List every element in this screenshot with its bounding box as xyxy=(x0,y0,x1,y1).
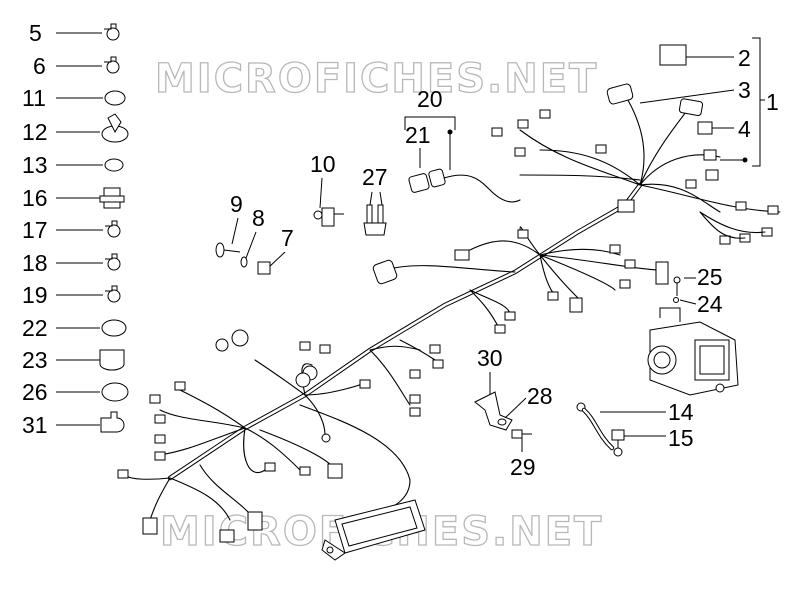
sensor-screw-icon xyxy=(673,276,681,303)
hose-clamp-icon xyxy=(104,56,120,74)
parts-list: 5 6 11 12 xyxy=(22,20,129,438)
part-number: 31 xyxy=(22,412,48,438)
callout-27: 27 xyxy=(362,164,388,190)
connector xyxy=(409,344,444,417)
band-clamp-icon xyxy=(101,382,129,402)
callout-24: 24 xyxy=(697,291,723,317)
callout-21: 21 xyxy=(405,122,431,148)
part-row: 13 xyxy=(22,152,124,178)
callout-30: 30 xyxy=(477,345,503,371)
cable-clip-icon xyxy=(99,187,125,209)
part-row: 6 xyxy=(33,53,120,79)
bracket-icon xyxy=(474,391,513,431)
screws-icon xyxy=(363,204,387,236)
spring-clamp-icon xyxy=(104,90,126,106)
screw-clip-icon xyxy=(313,207,344,227)
bolt-icon xyxy=(215,242,241,258)
callout-4: 4 xyxy=(738,116,751,142)
wiring-harness xyxy=(117,83,781,561)
watermark-top: MICROFICHES.NET xyxy=(155,56,598,102)
washer-icon xyxy=(497,418,507,426)
callout-3: 3 xyxy=(738,77,751,103)
connector xyxy=(372,229,669,334)
relay xyxy=(659,44,687,66)
part-number: 18 xyxy=(22,250,48,276)
callout-14: 14 xyxy=(668,399,694,425)
sensor-connector-group: 20 21 xyxy=(404,86,521,203)
callout-7: 7 xyxy=(281,225,294,251)
callout-29: 29 xyxy=(510,454,536,480)
part-number: 12 xyxy=(22,119,48,145)
part-number: 23 xyxy=(22,347,48,373)
part-row: 26 xyxy=(22,379,129,405)
part-row: 19 xyxy=(22,282,121,308)
part-number: 22 xyxy=(22,315,48,341)
callout-8: 8 xyxy=(252,205,265,231)
bolt-icon xyxy=(511,429,532,439)
throttle-body xyxy=(647,307,739,396)
band-clamp-icon xyxy=(101,319,127,337)
callout-15: 15 xyxy=(668,425,694,451)
part-number: 26 xyxy=(22,379,48,405)
part-row: 31 xyxy=(22,411,125,438)
fastener-group: 9 8 7 10 27 xyxy=(215,151,388,275)
part-number: 17 xyxy=(22,217,48,243)
hose-clamp-icon xyxy=(105,220,121,238)
throttle-body-group: 25 24 xyxy=(647,264,739,396)
callout-28: 28 xyxy=(527,383,553,409)
part-number: 16 xyxy=(22,185,48,211)
part-row: 23 xyxy=(22,347,125,373)
part-number: 6 xyxy=(33,53,46,79)
callout-25: 25 xyxy=(697,264,723,290)
bolt-icon xyxy=(611,429,625,448)
callout-1: 1 xyxy=(766,89,779,115)
part-row: 17 xyxy=(22,217,121,243)
hose-clamp-icon xyxy=(105,253,121,271)
control-unit xyxy=(321,499,426,561)
hose-clamp-icon xyxy=(104,23,120,41)
part-row: 11 xyxy=(22,85,126,111)
connector-21 xyxy=(408,168,446,193)
callout-2: 2 xyxy=(738,45,751,71)
bracket-group: 30 28 29 xyxy=(474,345,553,480)
ground-cable-group: 14 15 xyxy=(576,399,694,457)
connector xyxy=(491,83,779,245)
fuse-relay-group: 2 3 4 1 xyxy=(639,37,779,167)
fuse-holder xyxy=(697,121,713,135)
part-number: 5 xyxy=(29,20,42,46)
cable-tie-holder-icon xyxy=(101,113,129,143)
callout-10: 10 xyxy=(310,151,336,177)
part-number: 11 xyxy=(22,85,46,111)
callout-20: 20 xyxy=(417,86,443,112)
washer-icon xyxy=(240,256,248,268)
nut-clip-icon xyxy=(257,261,271,275)
part-row: 5 xyxy=(29,20,120,46)
part-number: 13 xyxy=(22,152,48,178)
callout-9: 9 xyxy=(230,191,243,217)
part-number: 19 xyxy=(22,282,48,308)
part-row: 22 xyxy=(22,315,127,341)
spring-clamp-icon xyxy=(104,158,124,172)
part-row: 16 xyxy=(22,185,125,211)
cable-tie-icon xyxy=(100,411,125,433)
connector xyxy=(117,329,371,543)
cable-bracket-icon xyxy=(99,349,125,371)
part-row: 12 xyxy=(22,113,129,145)
part-row: 18 xyxy=(22,250,121,276)
hose-clamp-icon xyxy=(105,285,121,303)
